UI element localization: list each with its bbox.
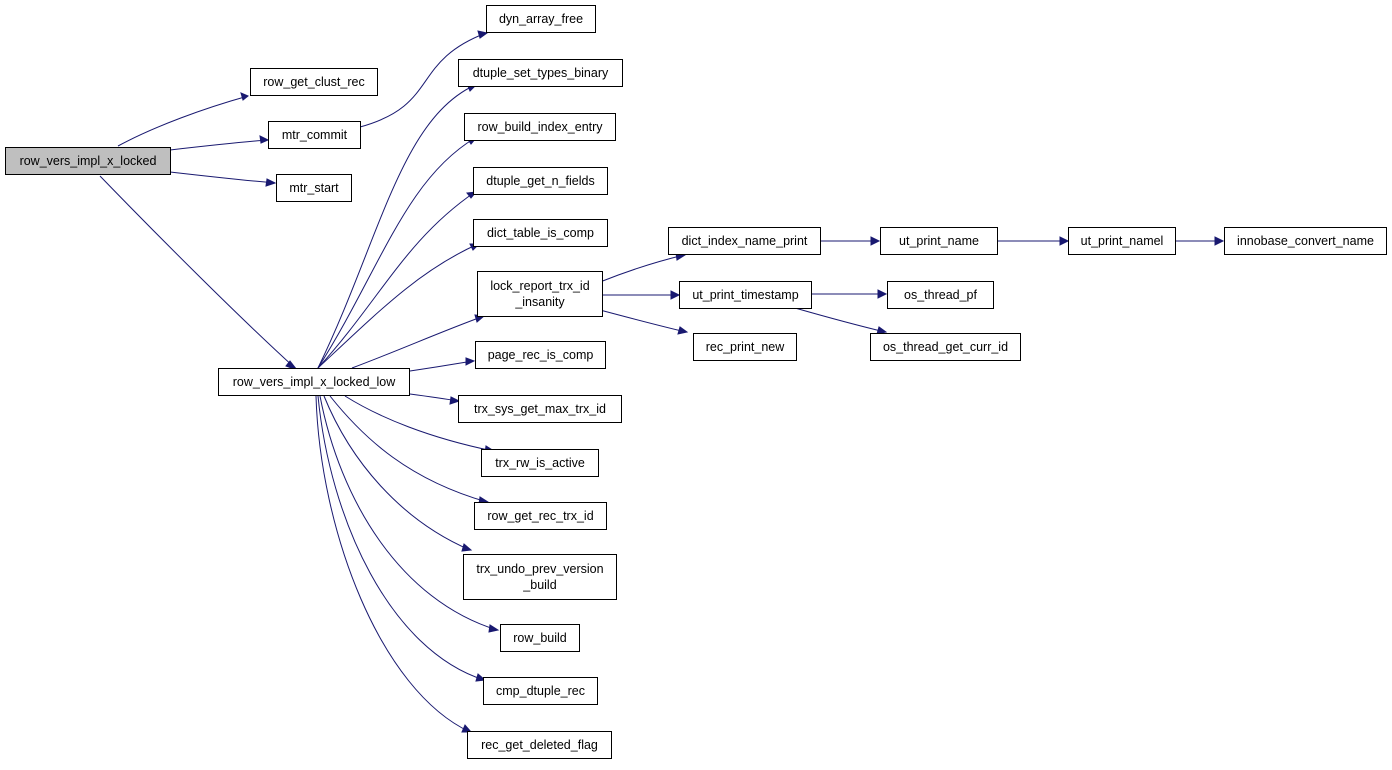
node-mtr-start[interactable]: mtr_start [276, 174, 352, 202]
node-row-get-rec-trx-id[interactable]: row_get_rec_trx_id [474, 502, 607, 530]
node-row-get-clust-rec[interactable]: row_get_clust_rec [250, 68, 378, 96]
edge-low-dtuple-get-n-fields [317, 191, 476, 369]
edge-root-low [99, 175, 296, 369]
node-lock-report-trx-id-insanity[interactable]: lock_report_trx_id _insanity [477, 271, 603, 317]
edge-root-mtr-start [169, 171, 276, 184]
arrowhead [877, 289, 888, 299]
arrowhead [265, 178, 277, 187]
arrowhead [488, 624, 500, 633]
node-cmp-dtuple-rec[interactable]: cmp_dtuple_rec [483, 677, 598, 705]
node-dyn-array-free[interactable]: dyn_array_free [486, 5, 596, 33]
arrowhead [1059, 236, 1070, 246]
edge-low-trx-undo-prev [323, 395, 471, 551]
node-row-vers-impl-x-locked: row_vers_impl_x_locked [5, 147, 171, 175]
arrowhead [465, 357, 476, 366]
node-ut-print-timestamp[interactable]: ut_print_timestamp [679, 281, 812, 309]
edge-low-row-get-rec-trx-id [329, 395, 488, 503]
edge-low-trx-rw-is-active [344, 395, 494, 452]
edge-low-rec-get-deleted-flag [315, 395, 471, 733]
node-dtuple-set-types-binary[interactable]: dtuple_set_types_binary [458, 59, 623, 87]
node-dtuple-get-n-fields[interactable]: dtuple_get_n_fields [473, 167, 608, 195]
edge-lock-report-dict-index-name-print [599, 254, 685, 283]
edge-low-dtuple-set-types-binary [317, 84, 476, 369]
edge-low-page-rec-is-comp [409, 360, 474, 372]
edge-low-row-build [319, 395, 498, 631]
edge-low-cmp-dtuple-rec [317, 395, 485, 681]
arrowhead [449, 396, 461, 405]
edge-low-lock-report [351, 315, 485, 369]
arrowhead [670, 290, 681, 300]
edge-mtr-commit-dyn-array-free [359, 32, 487, 128]
node-row-build[interactable]: row_build [500, 624, 580, 652]
arrowhead [259, 135, 270, 144]
node-row-build-index-entry[interactable]: row_build_index_entry [464, 113, 616, 141]
node-mtr-commit[interactable]: mtr_commit [268, 121, 361, 149]
node-row-vers-impl-x-locked-low[interactable]: row_vers_impl_x_locked_low [218, 368, 410, 396]
arrowhead [477, 30, 489, 39]
node-ut-print-name[interactable]: ut_print_name [880, 227, 998, 255]
edge-low-dict-table-is-comp [317, 243, 479, 369]
node-os-thread-get-curr-id[interactable]: os_thread_get_curr_id [870, 333, 1021, 361]
arrowhead [677, 326, 689, 335]
node-os-thread-pf[interactable]: os_thread_pf [887, 281, 994, 309]
node-trx-rw-is-active[interactable]: trx_rw_is_active [481, 449, 599, 477]
node-dict-index-name-print[interactable]: dict_index_name_print [668, 227, 821, 255]
arrowhead [461, 543, 473, 552]
arrowhead [870, 236, 881, 246]
edge-root-mtr-commit [169, 139, 269, 151]
arrowhead [475, 673, 487, 682]
node-dict-table-is-comp[interactable]: dict_table_is_comp [473, 219, 608, 247]
node-rec-print-new[interactable]: rec_print_new [693, 333, 797, 361]
node-page-rec-is-comp[interactable]: page_rec_is_comp [475, 341, 606, 369]
edge-ut-print-timestamp-os-thread-get-curr-id [794, 307, 886, 333]
node-ut-print-namel[interactable]: ut_print_namel [1068, 227, 1176, 255]
arrowhead [461, 724, 473, 733]
edge-root-row-get-clust-rec [117, 95, 249, 147]
node-rec-get-deleted-flag[interactable]: rec_get_deleted_flag [467, 731, 612, 759]
node-trx-undo-prev-version-build[interactable]: trx_undo_prev_version _build [463, 554, 617, 600]
arrowhead [1214, 236, 1225, 246]
node-trx-sys-get-max-trx-id[interactable]: trx_sys_get_max_trx_id [458, 395, 622, 423]
arrowhead [240, 92, 249, 101]
edge-low-row-build-index-entry [317, 137, 476, 369]
edge-lock-report-rec-print-new [599, 309, 687, 333]
node-innobase-convert-name[interactable]: innobase_convert_name [1224, 227, 1387, 255]
